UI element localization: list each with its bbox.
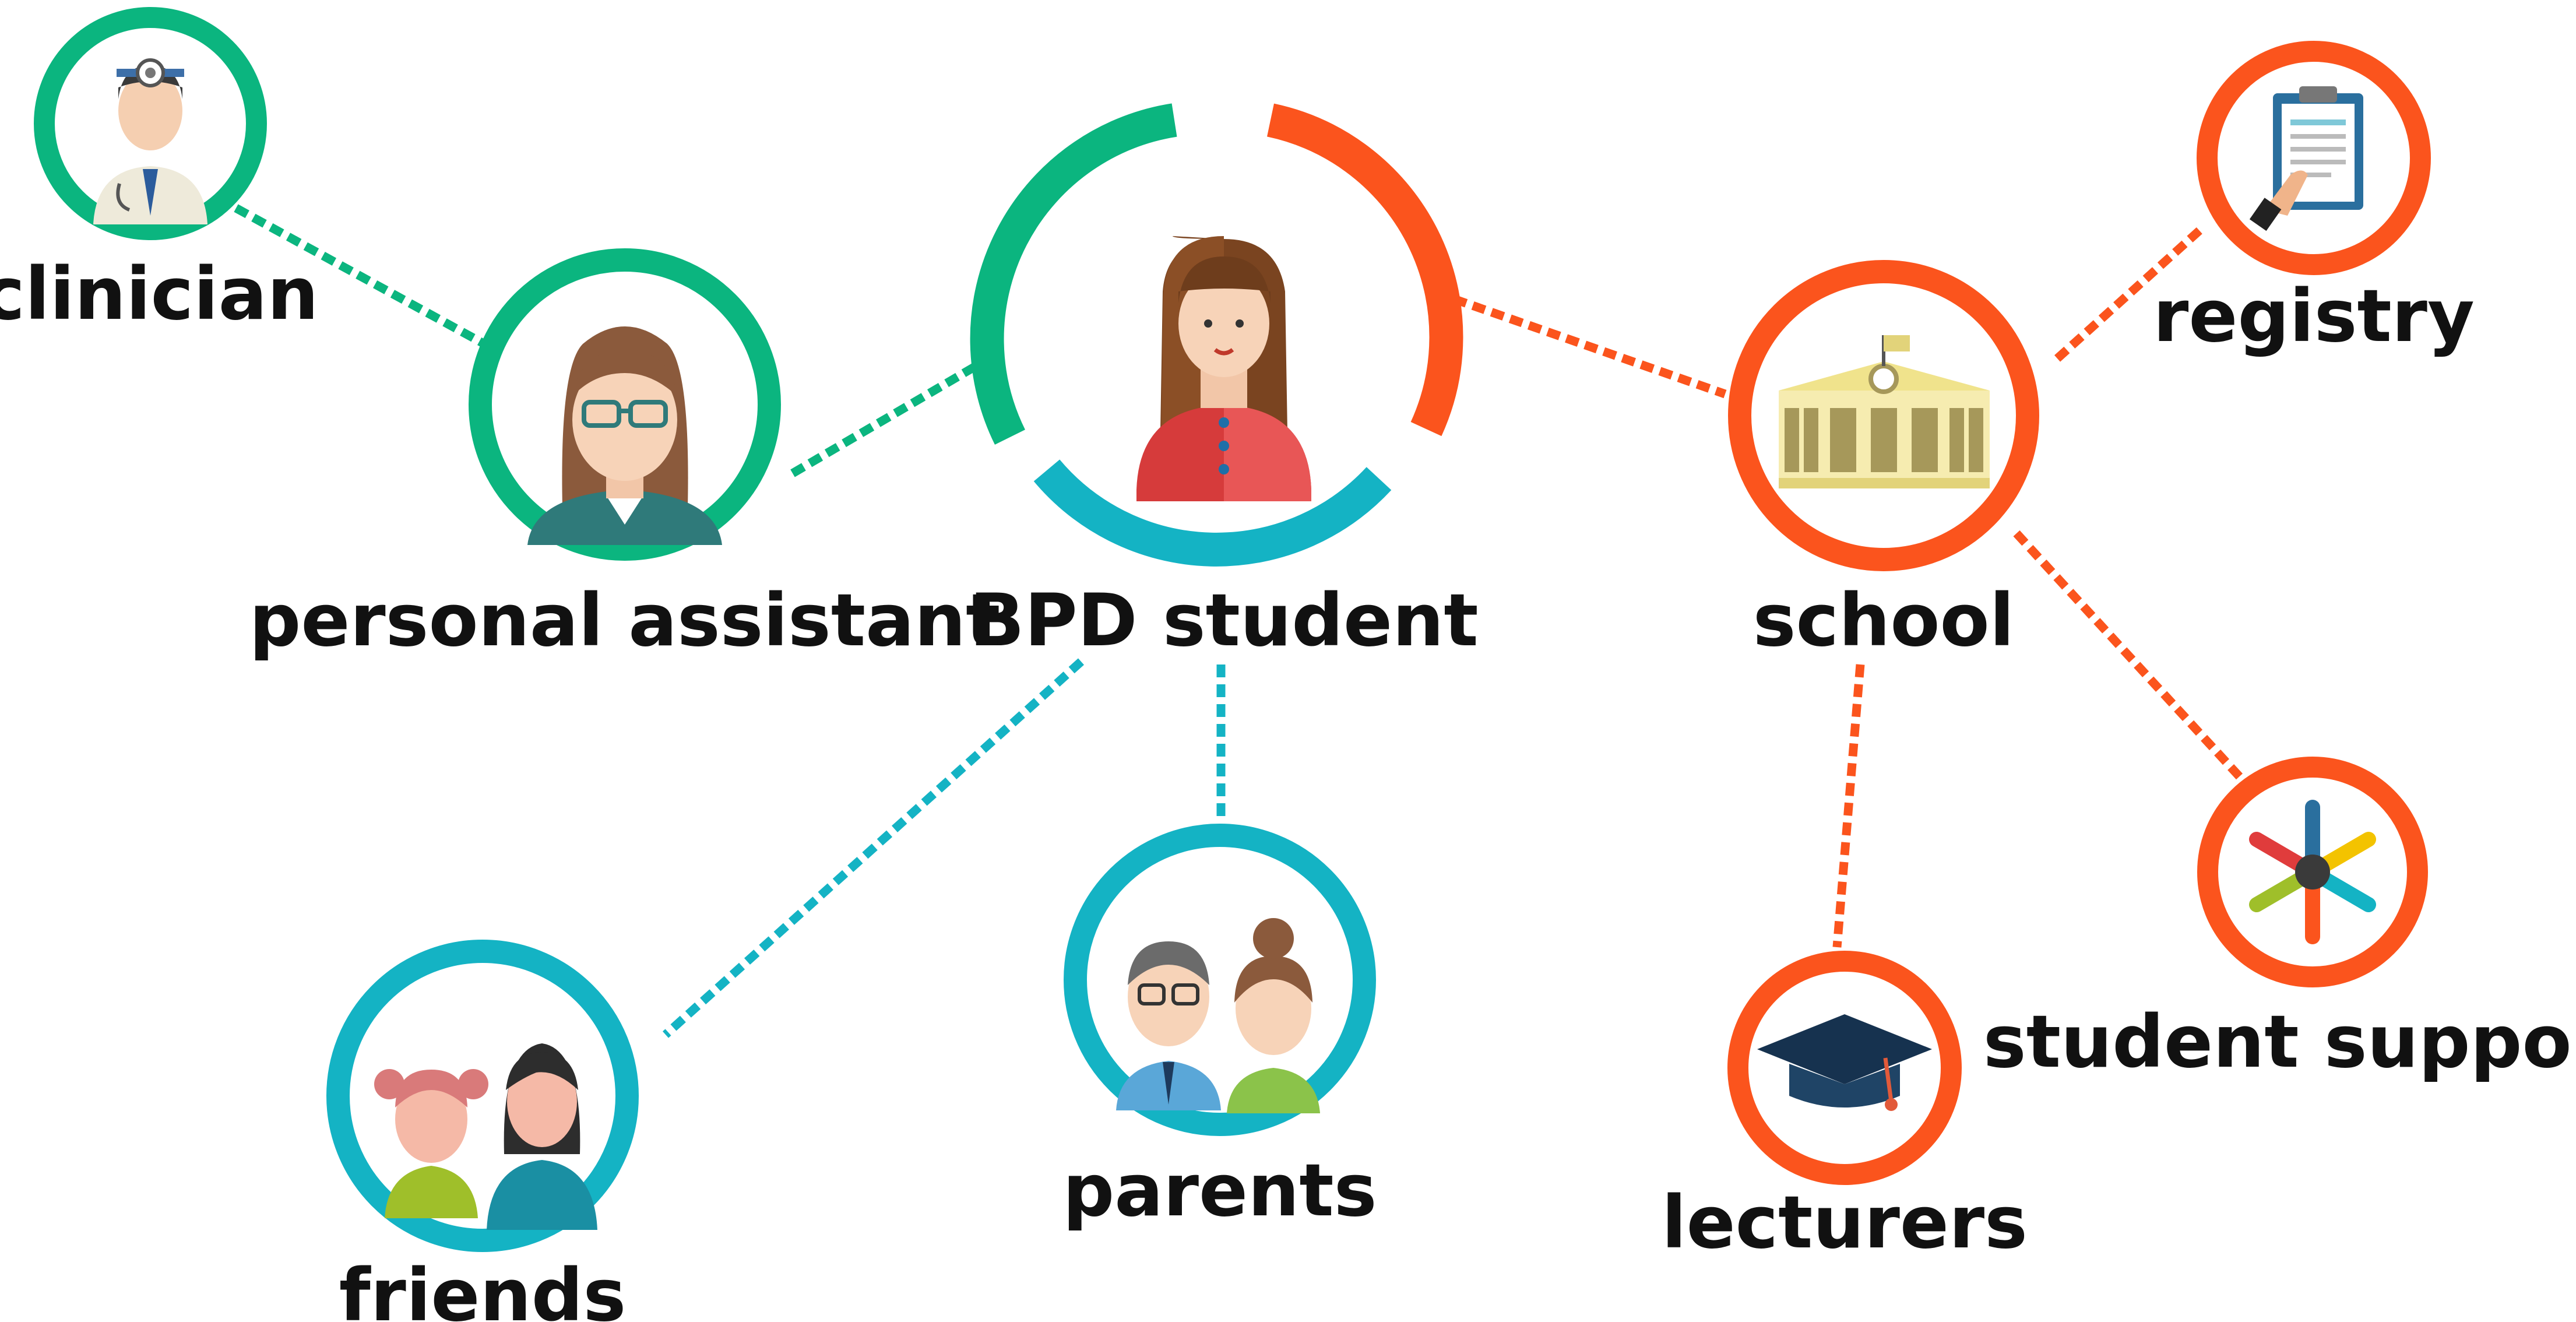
- edge-school-registry: [2054, 224, 2207, 362]
- edge-clinician-personal-assistant: [234, 204, 492, 351]
- node-personal-assistant[interactable]: personal assistant: [249, 248, 1001, 663]
- edge-personal-assistant-center: [790, 355, 990, 477]
- node-ring: [1064, 824, 1376, 1136]
- node-friends[interactable]: friends: [326, 940, 639, 1322]
- node-student-support[interactable]: student support: [1983, 757, 2576, 1084]
- friends-icon: [374, 1043, 597, 1230]
- node-label: student support: [1983, 1000, 2576, 1084]
- center-ring-orange-arc: [1266, 103, 1463, 437]
- edge-school-lecturers: [1832, 664, 1865, 948]
- clipboard-icon: [2249, 86, 2363, 231]
- node-clinician[interactable]: clinician: [0, 7, 319, 336]
- edge-school-student-support: [2013, 530, 2244, 782]
- node-label: friends: [339, 1254, 627, 1322]
- center-ring-green-arc: [970, 103, 1177, 445]
- node-label: registry: [2153, 275, 2475, 358]
- edge-center-school: [1452, 294, 1727, 399]
- parents-couple-icon: [1116, 918, 1320, 1113]
- graduation-cap-icon: [1757, 1014, 1932, 1111]
- doctor-icon: [93, 58, 207, 224]
- node-school[interactable]: school: [1728, 260, 2039, 663]
- student-woman-icon: [1136, 236, 1311, 501]
- edge-center-friends: [662, 658, 1085, 1038]
- node-lecturers[interactable]: lecturers: [1662, 951, 2028, 1265]
- center-node[interactable]: BPD student: [969, 103, 1479, 663]
- node-label: clinician: [0, 252, 319, 336]
- school-building-icon: [1779, 335, 1990, 488]
- center-ring-teal-arc: [1033, 459, 1392, 567]
- joined-hands-icon: [2249, 800, 2376, 944]
- center-label: BPD student: [969, 579, 1478, 663]
- assistant-woman-glasses-icon: [527, 326, 722, 545]
- node-parents[interactable]: parents: [1062, 824, 1377, 1233]
- node-registry[interactable]: registry: [2153, 41, 2475, 358]
- node-label: lecturers: [1662, 1181, 2028, 1265]
- node-label: parents: [1062, 1149, 1377, 1233]
- node-label: personal assistant: [249, 579, 1001, 663]
- connectors: [234, 204, 2244, 1038]
- node-label: school: [1753, 579, 2014, 663]
